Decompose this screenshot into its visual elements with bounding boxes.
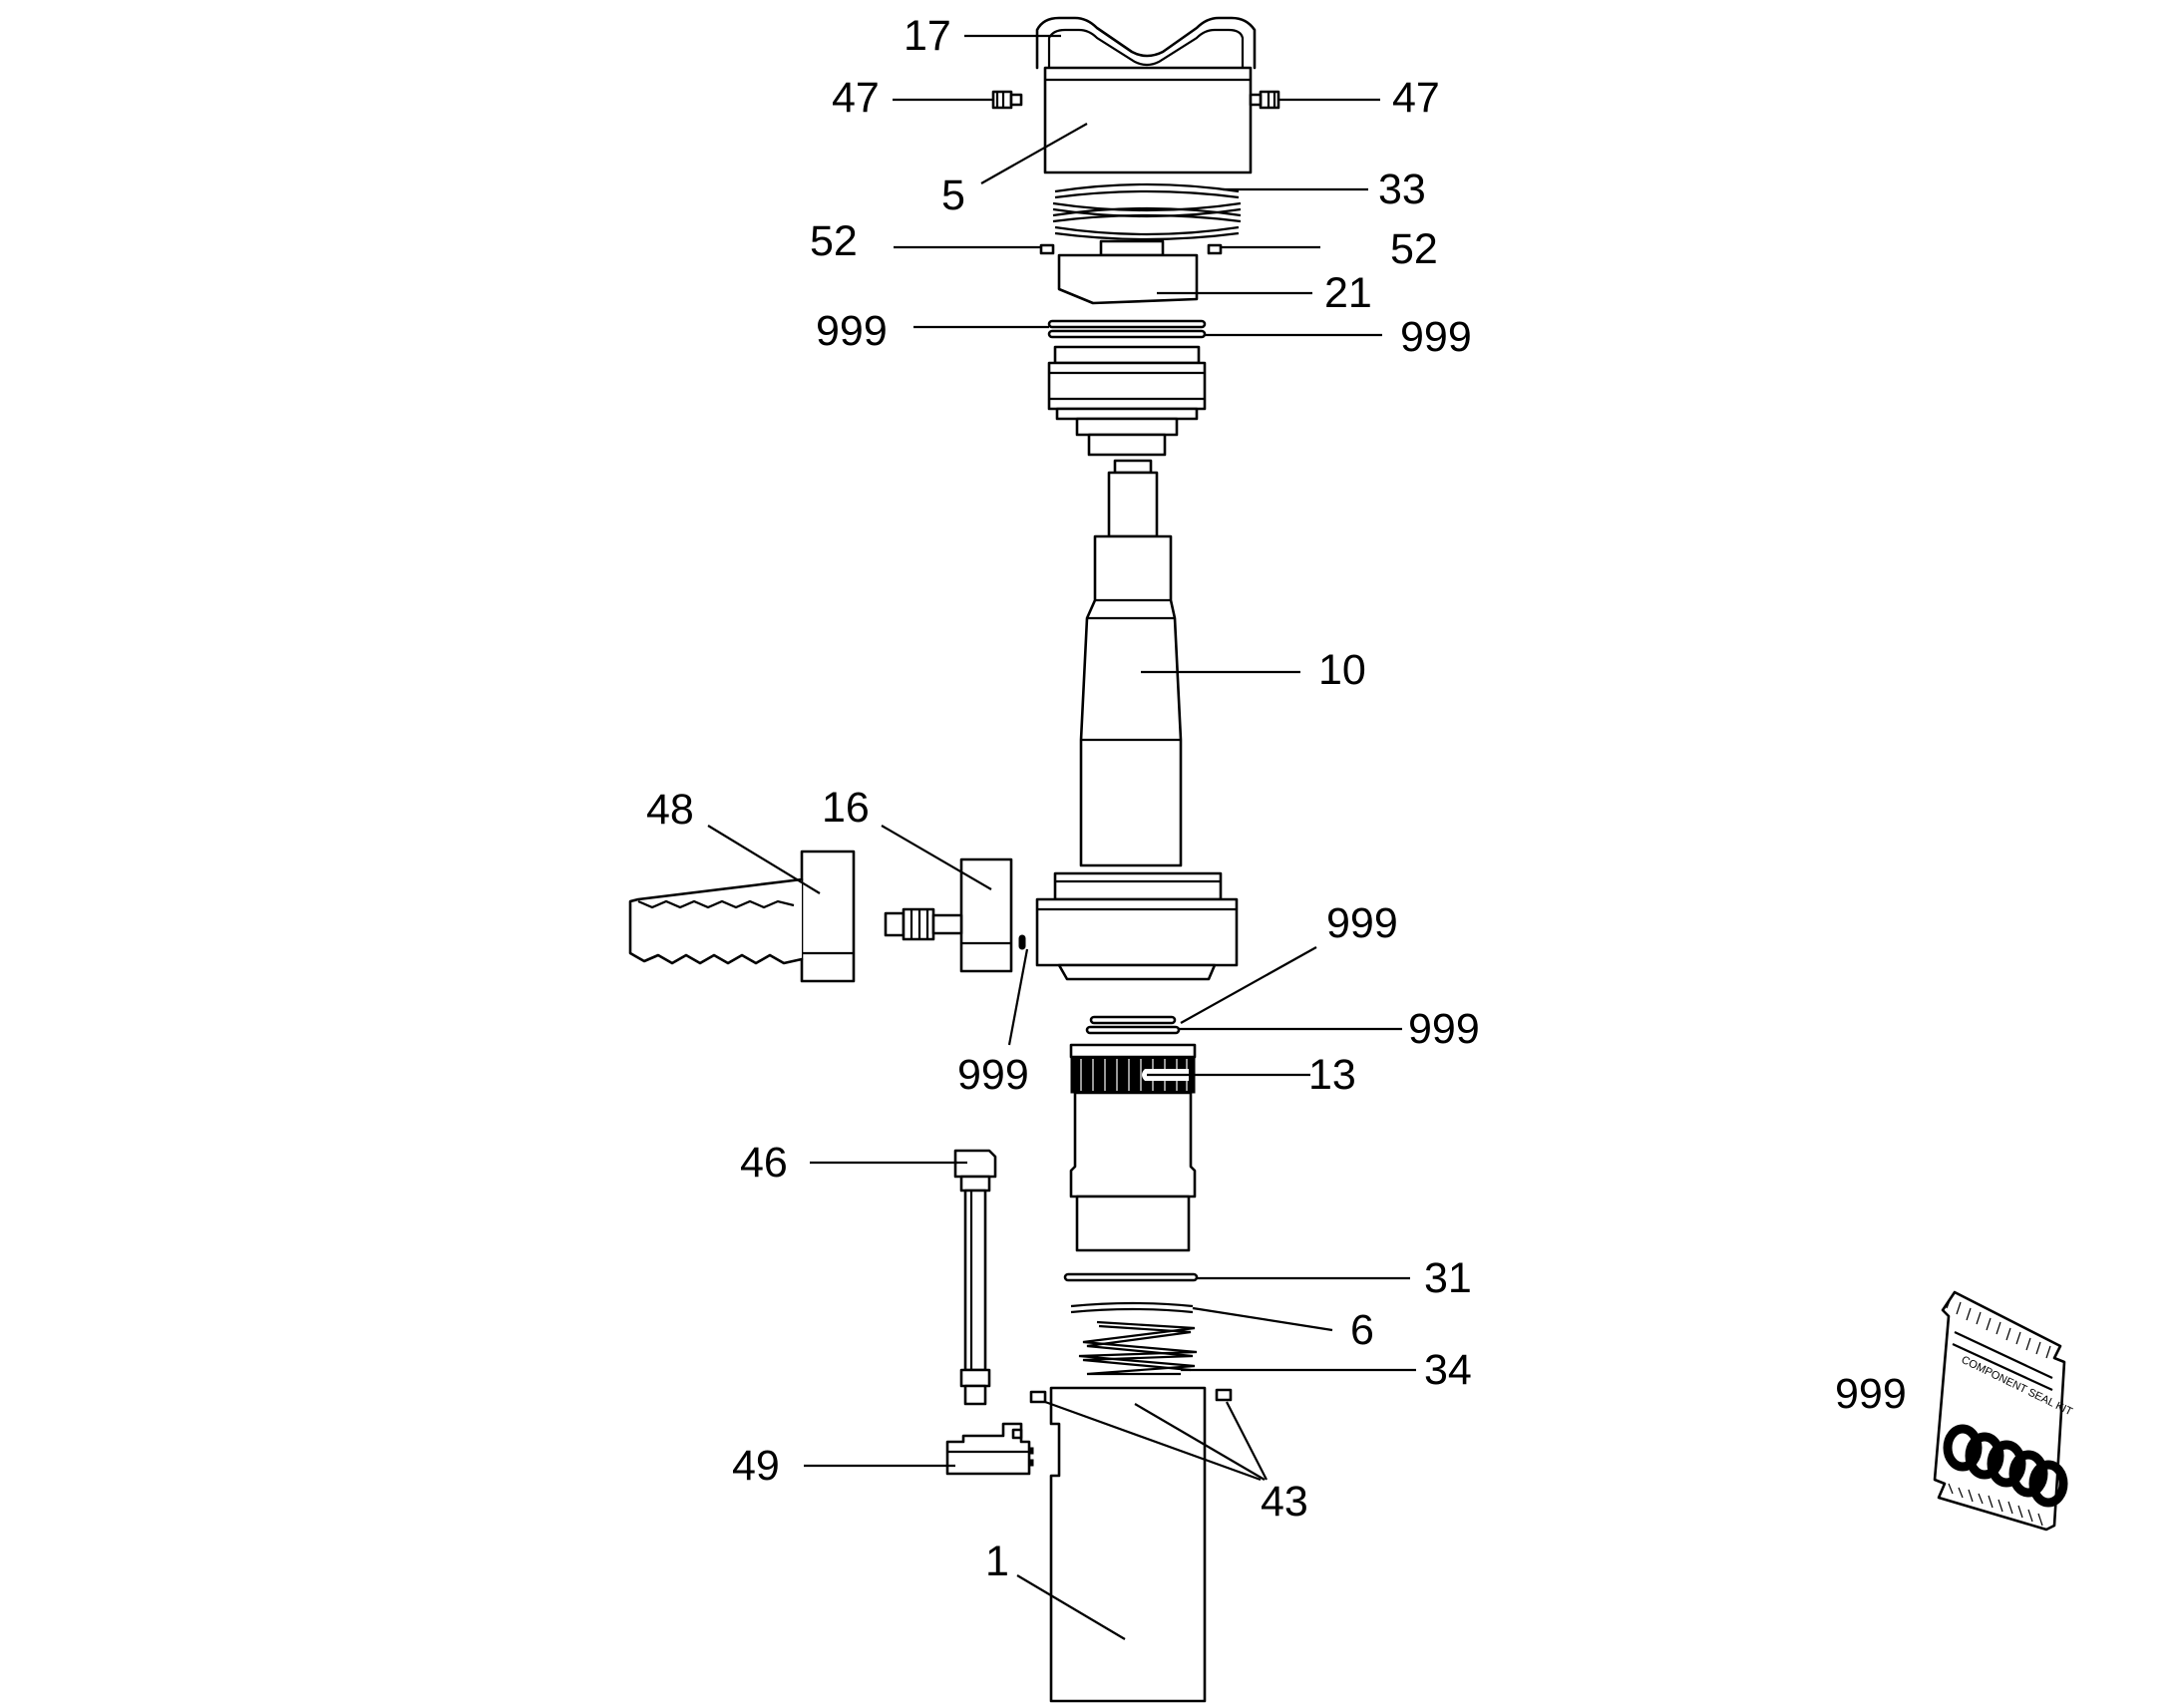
part-999-seal-kit-bag: COMPONENT SEAL KIT <box>1933 1290 2074 1532</box>
part-52-pin-right <box>1207 243 1223 255</box>
callout-1: 1 <box>985 1537 1009 1585</box>
part-999-orings-upper <box>1047 319 1207 339</box>
callout-999-upper-left: 999 <box>816 307 888 355</box>
callout-labels: 17 47 47 5 33 52 52 21 999 999 10 48 16 … <box>646 12 1907 1585</box>
callout-49: 49 <box>732 1442 780 1490</box>
callout-43: 43 <box>1261 1478 1308 1526</box>
callout-21: 21 <box>1324 269 1372 317</box>
part-49-valve <box>945 1422 1034 1476</box>
callout-33: 33 <box>1378 166 1426 213</box>
callout-999-upper-right: 999 <box>1400 313 1472 361</box>
callout-5: 5 <box>941 171 965 219</box>
callout-52-left: 52 <box>810 217 858 265</box>
part-17-saddle <box>1035 16 1257 70</box>
callout-16: 16 <box>822 784 870 832</box>
callout-34: 34 <box>1424 1346 1472 1394</box>
callout-48: 48 <box>646 786 694 834</box>
part-10-plunger <box>1079 459 1183 867</box>
part-52-pin-left <box>1039 243 1055 255</box>
part-33-wave-springs <box>1052 182 1242 241</box>
part-47-fitting-right <box>1249 90 1280 110</box>
callout-13: 13 <box>1308 1051 1356 1099</box>
callout-47-left: 47 <box>832 74 880 122</box>
part-34-spring <box>1078 1320 1198 1376</box>
part-1-base <box>1049 1386 1207 1703</box>
callout-999-mid-right: 999 <box>1408 1005 1480 1053</box>
callout-46: 46 <box>740 1139 788 1187</box>
part-5-ram-head <box>1043 66 1253 174</box>
part-31-ring <box>1063 1272 1199 1282</box>
part-999-orings-lower <box>1085 1015 1181 1035</box>
part-48-handle <box>628 850 856 983</box>
part-13-cylinder <box>1069 1043 1197 1252</box>
part-21-collar <box>1057 239 1199 305</box>
callout-31: 31 <box>1424 1254 1472 1302</box>
lower-gland-nut <box>1035 871 1239 981</box>
callout-999-seal-kit: 999 <box>1835 1370 1907 1418</box>
callout-17: 17 <box>904 12 951 60</box>
callout-6: 6 <box>1350 1306 1374 1354</box>
part-47-fitting-left <box>991 90 1023 110</box>
part-16-valve-block <box>884 857 1026 973</box>
part-6-washer <box>1070 1301 1194 1314</box>
callout-10: 10 <box>1318 646 1366 694</box>
upper-gland-nut <box>1047 345 1207 457</box>
callout-52-right: 52 <box>1390 225 1438 273</box>
callout-47-right: 47 <box>1392 74 1440 122</box>
callout-999-valve: 999 <box>957 1051 1029 1099</box>
part-46-release-rod <box>953 1149 997 1406</box>
callout-999-mid-upper: 999 <box>1326 899 1398 947</box>
leader-lines <box>707 34 1416 1640</box>
